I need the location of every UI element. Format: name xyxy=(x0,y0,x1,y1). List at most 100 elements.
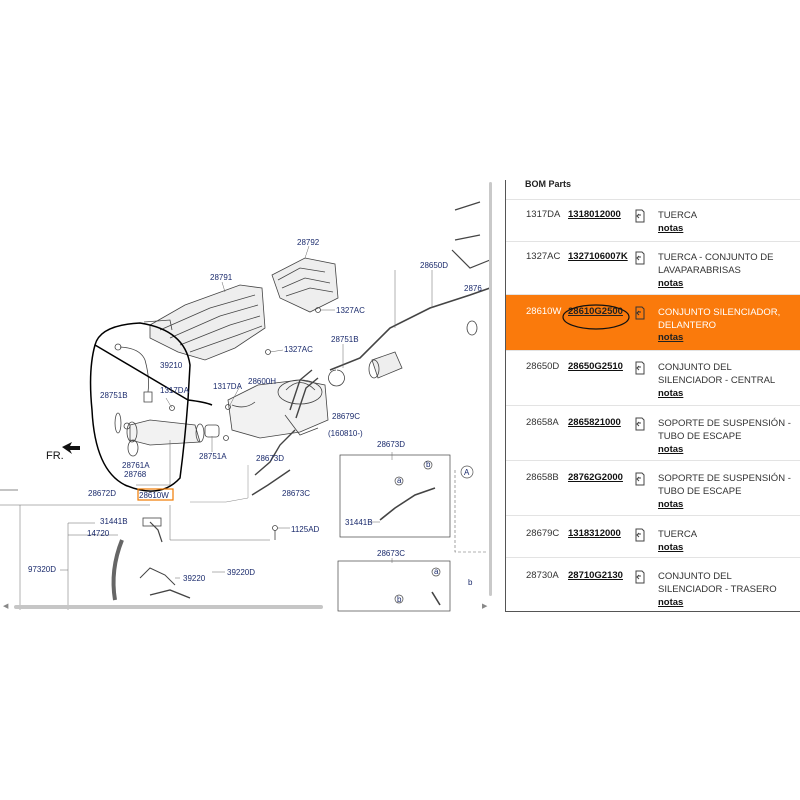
callout-160810: (160810-) xyxy=(328,429,363,438)
notes-document-icon[interactable] xyxy=(634,361,646,375)
bom-code: 28658A xyxy=(526,417,559,428)
lower-parts xyxy=(111,517,278,601)
leader-lines xyxy=(0,245,433,610)
vertical-scroll-thumb[interactable] xyxy=(489,182,492,596)
bom-row[interactable]: 28650D 28650G2510 CONJUNTO DEL SILENCIAD… xyxy=(506,350,800,406)
bom-part-number-link[interactable]: 1327106007K xyxy=(568,251,628,262)
callout-28679C[interactable]: 28679C xyxy=(332,412,360,421)
callout-39220D[interactable]: 39220D xyxy=(227,568,255,577)
notes-document-icon[interactable] xyxy=(634,528,646,542)
callout-39210[interactable]: 39210 xyxy=(160,361,183,370)
bom-row-selected[interactable]: 28610W 28610G2500 CONJUNTO SILENCIADOR, … xyxy=(506,294,800,351)
bom-part-number-link[interactable]: 28650G2510 xyxy=(568,361,623,372)
bom-notes-link[interactable]: notas xyxy=(658,278,684,289)
catalytic-converter xyxy=(227,379,329,439)
bom-row[interactable]: 28679C 1318312000 TUERCA notas xyxy=(506,515,800,558)
flex-pipes xyxy=(251,369,319,496)
callout-28751B-left[interactable]: 28751B xyxy=(100,391,128,400)
inset-ref-a2: a xyxy=(434,567,439,576)
callout-31441B-left[interactable]: 31441B xyxy=(100,517,128,526)
oxygen-sensor xyxy=(114,307,321,441)
exploded-diagram: 28792 28791 28650D 2876 1327AC 1327AC 28… xyxy=(0,201,491,612)
callout-28768[interactable]: 28768 xyxy=(124,470,147,479)
callout-28761A[interactable]: 28761A xyxy=(122,461,150,470)
callout-1125AD[interactable]: 1125AD xyxy=(291,525,320,534)
bom-notes-link[interactable]: notas xyxy=(658,444,684,455)
callout-31441B-inset[interactable]: 31441B xyxy=(345,518,373,527)
bom-parts-panel: BOM Parts 1317DA 1318012000 TUERCA notas… xyxy=(506,170,800,610)
bom-part-number-link[interactable]: 1318012000 xyxy=(568,209,621,220)
bom-code: 28679C xyxy=(526,528,560,539)
callout-28751A[interactable]: 28751A xyxy=(199,452,227,461)
notes-document-icon[interactable] xyxy=(634,209,646,223)
bom-notes-link[interactable]: notas xyxy=(658,499,684,510)
bom-title: BOM Parts xyxy=(525,179,572,189)
notes-document-icon[interactable] xyxy=(634,306,646,320)
bom-code: 1317DA xyxy=(526,209,561,220)
bom-description: TUERCA xyxy=(658,210,698,221)
hand-drawn-circle-mark xyxy=(562,304,630,330)
bom-description: TUERCA - CONJUNTO DE LAVAPARABRISAS xyxy=(658,252,774,276)
bom-part-number-link[interactable]: 28762G2000 xyxy=(568,472,623,483)
callout-1317DA-right[interactable]: 1317DA xyxy=(213,382,243,391)
bom-code: 28730A xyxy=(526,570,559,581)
callout-14720[interactable]: 14720 xyxy=(87,529,110,538)
front-direction-label: FR. xyxy=(46,450,64,462)
bom-notes-link[interactable]: notas xyxy=(658,332,684,343)
vertical-scrollbar[interactable] xyxy=(489,182,492,596)
bom-notes-link[interactable]: notas xyxy=(658,223,684,234)
inset-28673D xyxy=(339,454,451,538)
callout-28673D-main[interactable]: 28673D xyxy=(256,454,284,463)
bom-row[interactable]: 28658B 28762G2000 SOPORTE DE SUSPENSIÓN … xyxy=(506,460,800,516)
notes-document-icon[interactable] xyxy=(634,472,646,486)
bom-part-number-link[interactable]: 1318312000 xyxy=(568,528,621,539)
horizontal-scroll-thumb[interactable] xyxy=(14,605,323,609)
reference-A: A xyxy=(464,468,470,477)
callout-28672D[interactable]: 28672D xyxy=(88,489,116,498)
callout-39220[interactable]: 39220 xyxy=(183,574,206,583)
callout-28650D[interactable]: 28650D xyxy=(420,261,448,270)
bom-description: CONJUNTO DEL SILENCIADOR - TRASERO xyxy=(658,571,777,595)
horizontal-scrollbar[interactable]: ◀ ▶ xyxy=(0,603,492,611)
callout-28673C-main[interactable]: 28673C xyxy=(282,489,310,498)
bom-row[interactable]: 28658A 2865821000 SOPORTE DE SUSPENSIÓN … xyxy=(506,405,800,461)
bom-row[interactable]: 1317DA 1318012000 TUERCA notas xyxy=(506,199,800,242)
notes-document-icon[interactable] xyxy=(634,570,646,584)
bom-row[interactable]: 1327AC 1327106007K TUERCA - CONJUNTO DE … xyxy=(506,241,800,295)
bom-notes-link[interactable]: notas xyxy=(658,388,684,399)
callout-28673D-inset[interactable]: 28673D xyxy=(377,440,405,449)
callout-1327AC-top[interactable]: 1327AC xyxy=(336,306,365,315)
parts-diagram-panel[interactable]: 28792 28791 28650D 2876 1327AC 1327AC 28… xyxy=(0,180,492,612)
callout-28610W[interactable]: 28610W xyxy=(139,491,169,500)
callout-28751B-right[interactable]: 28751B xyxy=(331,335,359,344)
bom-description: SOPORTE DE SUSPENSIÓN - TUBO DE ESCAPE xyxy=(658,473,791,497)
panel-bottom-border xyxy=(505,611,800,612)
callout-1327AC-mid[interactable]: 1327AC xyxy=(284,345,313,354)
callout-97320D[interactable]: 97320D xyxy=(28,565,56,574)
callout-28600H[interactable]: 28600H xyxy=(248,377,276,386)
scroll-right-icon[interactable]: ▶ xyxy=(482,603,488,610)
callout-1317DA-left[interactable]: 1317DA xyxy=(160,386,190,395)
bom-part-number-link[interactable]: 28710G2130 xyxy=(568,570,623,581)
bom-description: CONJUNTO SILENCIADOR, DELANTERO xyxy=(658,307,781,331)
callout-2876[interactable]: 2876 xyxy=(464,284,482,293)
notes-document-icon[interactable] xyxy=(634,251,646,265)
inset-ref-b: b xyxy=(426,460,431,469)
inset-28673C xyxy=(337,560,451,612)
inset-ref-b2: b xyxy=(397,595,402,604)
callout-28791[interactable]: 28791 xyxy=(210,273,233,282)
bom-part-number-link[interactable]: 2865821000 xyxy=(568,417,621,428)
bom-row[interactable]: 28730A 28710G2130 CONJUNTO DEL SILENCIAD… xyxy=(506,557,800,610)
selected-callout-box xyxy=(137,488,174,501)
bom-part-number-link[interactable]: 28610G2500 xyxy=(568,306,623,317)
callout-28792[interactable]: 28792 xyxy=(297,238,320,247)
bom-notes-link[interactable]: notas xyxy=(658,542,684,553)
notes-document-icon[interactable] xyxy=(634,417,646,431)
bom-description: SOPORTE DE SUSPENSIÓN - TUBO DE ESCAPE xyxy=(658,418,791,442)
bom-notes-link[interactable]: notas xyxy=(658,597,684,608)
bom-code: 1327AC xyxy=(526,251,561,262)
freehand-outline xyxy=(89,322,213,492)
scroll-left-icon[interactable]: ◀ xyxy=(3,603,9,610)
callout-28673C-inset[interactable]: 28673C xyxy=(377,549,405,558)
bom-description: TUERCA xyxy=(658,529,698,540)
